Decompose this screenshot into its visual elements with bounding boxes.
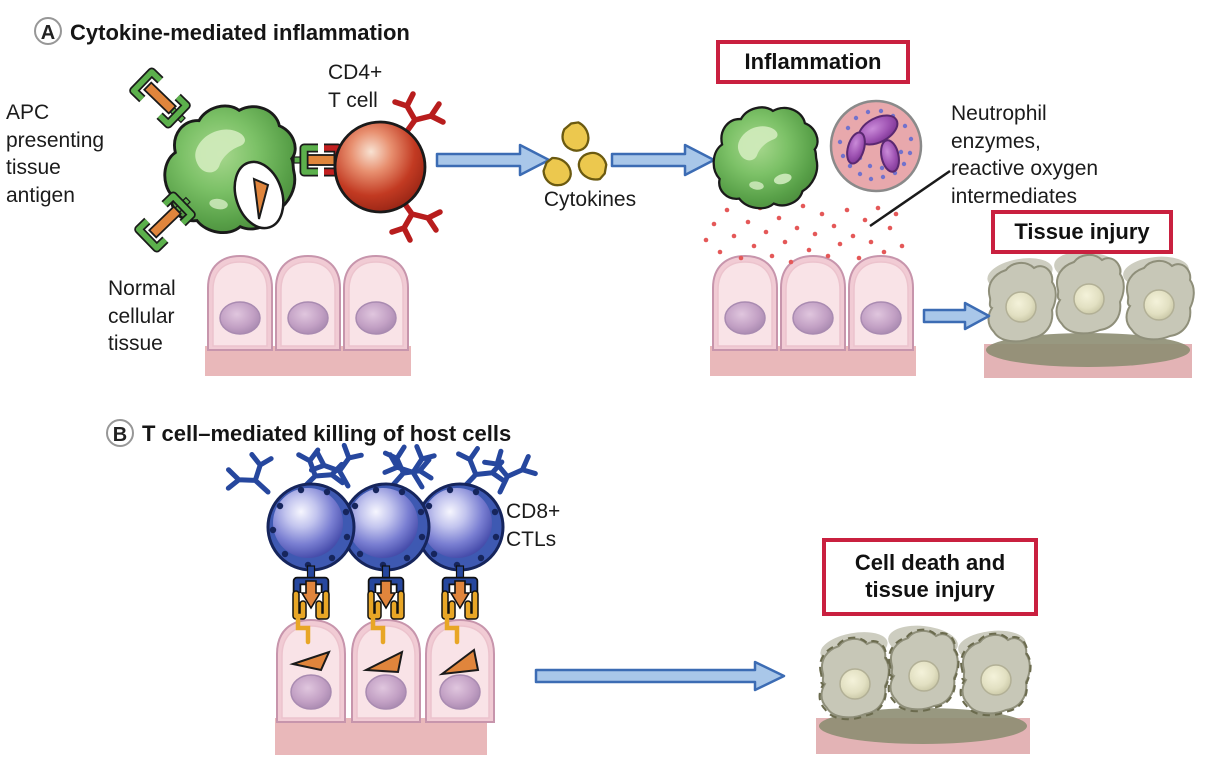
inflammation-box: Inflammation: [716, 40, 910, 84]
apc-label: APC presenting tissue antigen: [6, 101, 105, 208]
enzyme-dots: [703, 203, 905, 265]
cd4-tcell: [333, 94, 443, 240]
panel-b-title: T cell–mediated killing of host cells: [142, 421, 512, 446]
arrow-icon-a1: [435, 143, 551, 177]
tcr-mhc-connectors: [292, 565, 479, 645]
tissue-inflamed: [709, 255, 917, 377]
arrow-icon-a3: [922, 301, 991, 331]
ctl-cells: [266, 482, 505, 572]
arrow-icon-b: [534, 660, 786, 692]
apc-cell: [163, 104, 297, 235]
cytokine-drops: [538, 118, 613, 191]
cd8-ctl-label: CD8+ CTLs: [506, 500, 561, 551]
panel-a-badge: A: [34, 17, 62, 45]
tissue-injured-a: [984, 251, 1195, 378]
cytokines-label: Cytokines: [543, 188, 637, 211]
tissue-injured-b: [816, 625, 1032, 754]
mhc-antigen-complex-lower: [134, 191, 196, 253]
arrow-icon-a2: [610, 143, 716, 177]
neutrophil-enzymes-label: Neutrophil enzymes, reactive oxygen inte…: [951, 102, 1099, 209]
host-tissue: [275, 618, 495, 755]
tissue-injury-box: Tissue injury: [991, 210, 1173, 254]
tissue-normal-left: [204, 255, 412, 377]
panel-b-badge: B: [106, 419, 134, 447]
enzyme-pointer-line: [869, 169, 951, 228]
normal-tissue-label: Normal cellular tissue: [108, 277, 176, 356]
macrophage-cell: [712, 106, 819, 210]
cd4-tcell-label: CD4+ T cell: [328, 61, 383, 112]
cell-death-box: Cell death and tissue injury: [822, 538, 1038, 616]
mhc-antigen-complex-upper: [129, 67, 191, 129]
panel-a-title: Cytokine-mediated inflammation: [70, 20, 410, 45]
neutrophil-cell: [829, 99, 923, 193]
